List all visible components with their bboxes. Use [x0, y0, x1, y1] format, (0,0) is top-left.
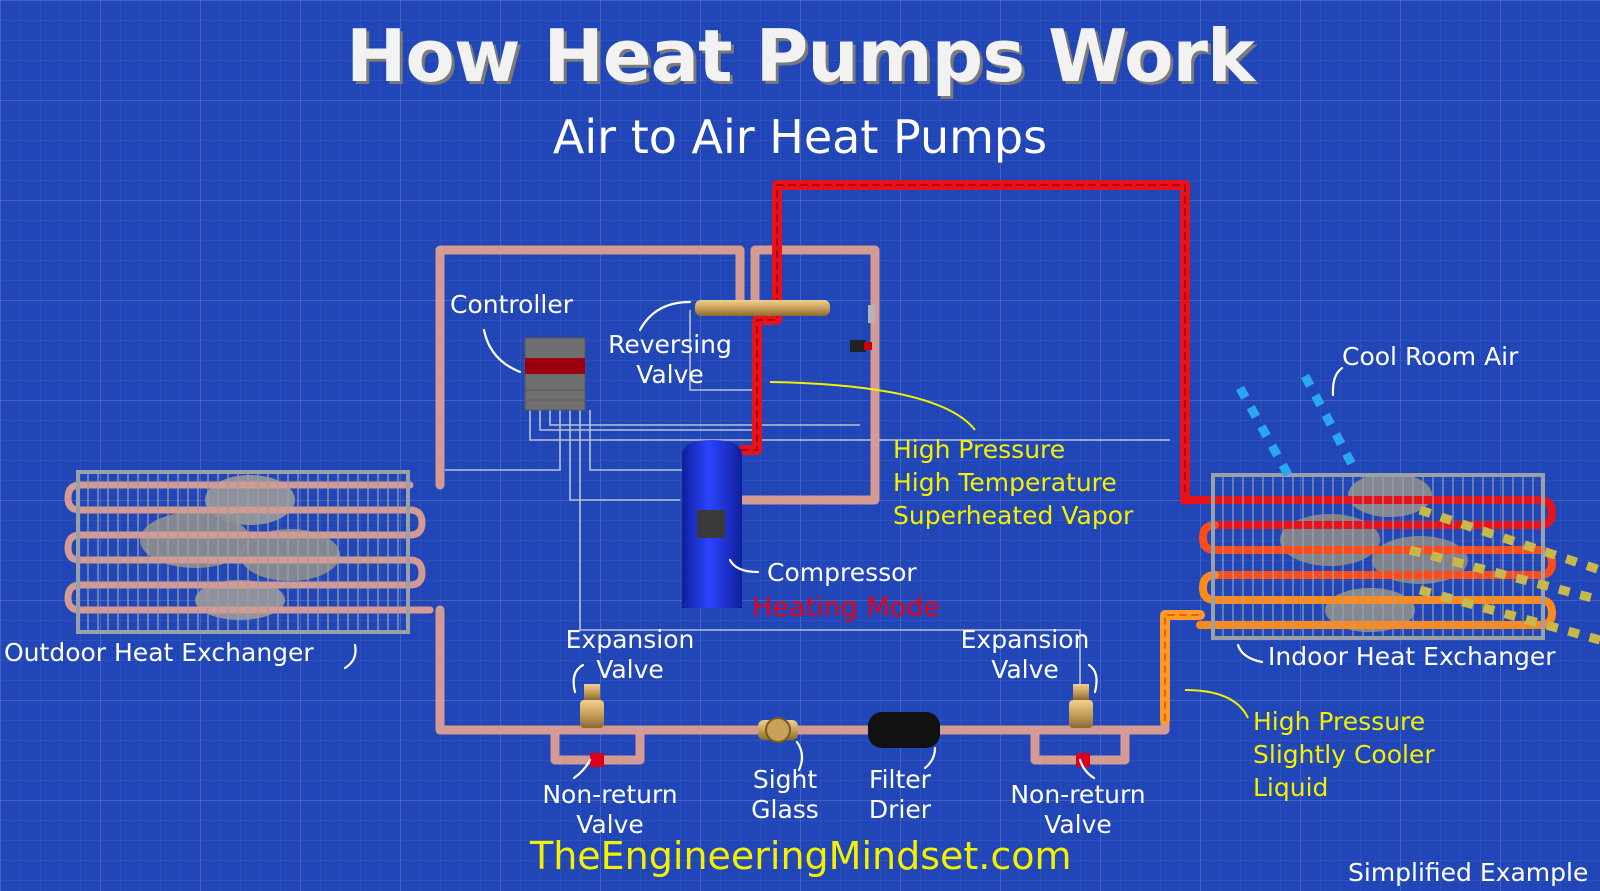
expansion-valve-right-label-line-1: Expansion — [960, 625, 1090, 654]
cool-room-air-label: Cool Room Air — [1342, 342, 1519, 371]
filter-drier-label-line-2: Drier — [868, 795, 932, 824]
controller-unit — [524, 337, 586, 411]
page-title: How Heat Pumps Work — [346, 14, 1255, 98]
compressor-label: Compressor — [767, 558, 917, 587]
indoor-heat-exchanger — [1181, 473, 1557, 640]
filter-drier-shape — [868, 712, 940, 748]
cool-liquid-label-line-2: Slightly Cooler — [1253, 740, 1435, 769]
non-return-valve-right-label-line-2: Valve — [1044, 810, 1112, 839]
hot-discharge-line — [737, 180, 1190, 505]
non-return-valve-left-shape — [590, 753, 604, 767]
non-return-valve-left-label: Non-return Valve — [530, 780, 690, 840]
reversing-valve-label: Reversing Valve — [605, 330, 735, 390]
expansion-valve-left-label: Expansion Valve — [560, 625, 700, 685]
control-wiring — [445, 310, 1170, 690]
expansion-valve-left-shape — [580, 684, 604, 728]
hot-vapor-label: High Pressure High Temperature Superheat… — [893, 433, 1133, 532]
hot-vapor-label-line-3: Superheated Vapor — [893, 501, 1134, 530]
controller-label: Controller — [450, 290, 573, 319]
expansion-valve-left-label-line-1: Expansion — [565, 625, 695, 654]
page-subtitle: Air to Air Heat Pumps — [552, 110, 1048, 164]
reversing-valve-label-line-1: Reversing — [608, 330, 732, 359]
outdoor-heat-exchanger — [64, 470, 434, 634]
sight-glass-label-line-2: Glass — [751, 795, 819, 824]
hot-vapor-label-line-2: High Temperature — [893, 468, 1117, 497]
reversing-valve-label-line-2: Valve — [636, 360, 704, 389]
hot-vapor-label-line-1: High Pressure — [893, 435, 1066, 464]
expansion-valve-right-label-line-2: Valve — [991, 655, 1059, 684]
sight-glass-shape — [758, 717, 798, 743]
cool-liquid-label-line-1: High Pressure — [1253, 707, 1426, 736]
non-return-valve-left-label-line-1: Non-return — [542, 780, 678, 809]
non-return-valve-right-label: Non-return Valve — [998, 780, 1158, 840]
reversing-valve — [695, 300, 875, 352]
indoor-heat-exchanger-label: Indoor Heat Exchanger — [1268, 642, 1556, 671]
warm-liquid-line — [1160, 610, 1205, 725]
annotation-pointers-white — [343, 300, 1344, 780]
expansion-valve-right-shape — [1069, 684, 1093, 728]
sight-glass-label-line-1: Sight — [752, 765, 818, 794]
annotation-pointers-yellow — [769, 381, 1249, 719]
outdoor-heat-exchanger-label: Outdoor Heat Exchanger — [4, 638, 314, 667]
non-return-valve-left-label-line-2: Valve — [576, 810, 644, 839]
expansion-valve-left-label-line-2: Valve — [596, 655, 664, 684]
filter-drier-label: Filter Drier — [850, 765, 950, 825]
filter-drier-label-line-1: Filter — [869, 765, 931, 794]
cool-air-flow — [1236, 373, 1359, 481]
cool-liquid-label: High Pressure Slightly Cooler Liquid — [1253, 705, 1435, 804]
non-return-valve-right-shape — [1076, 753, 1090, 767]
expansion-valve-right-label: Expansion Valve — [955, 625, 1095, 685]
cool-liquid-label-line-3: Liquid — [1253, 773, 1329, 802]
non-return-valve-right-label-line-1: Non-return — [1010, 780, 1146, 809]
warm-air-flow — [1408, 505, 1600, 645]
website-watermark: TheEngineeringMindset.com — [530, 834, 1072, 878]
simplified-example-note: Simplified Example — [1348, 858, 1589, 887]
compressor-unit — [682, 440, 742, 608]
sight-glass-label: Sight Glass — [735, 765, 835, 825]
operating-mode-label: Heating Mode — [752, 592, 940, 623]
